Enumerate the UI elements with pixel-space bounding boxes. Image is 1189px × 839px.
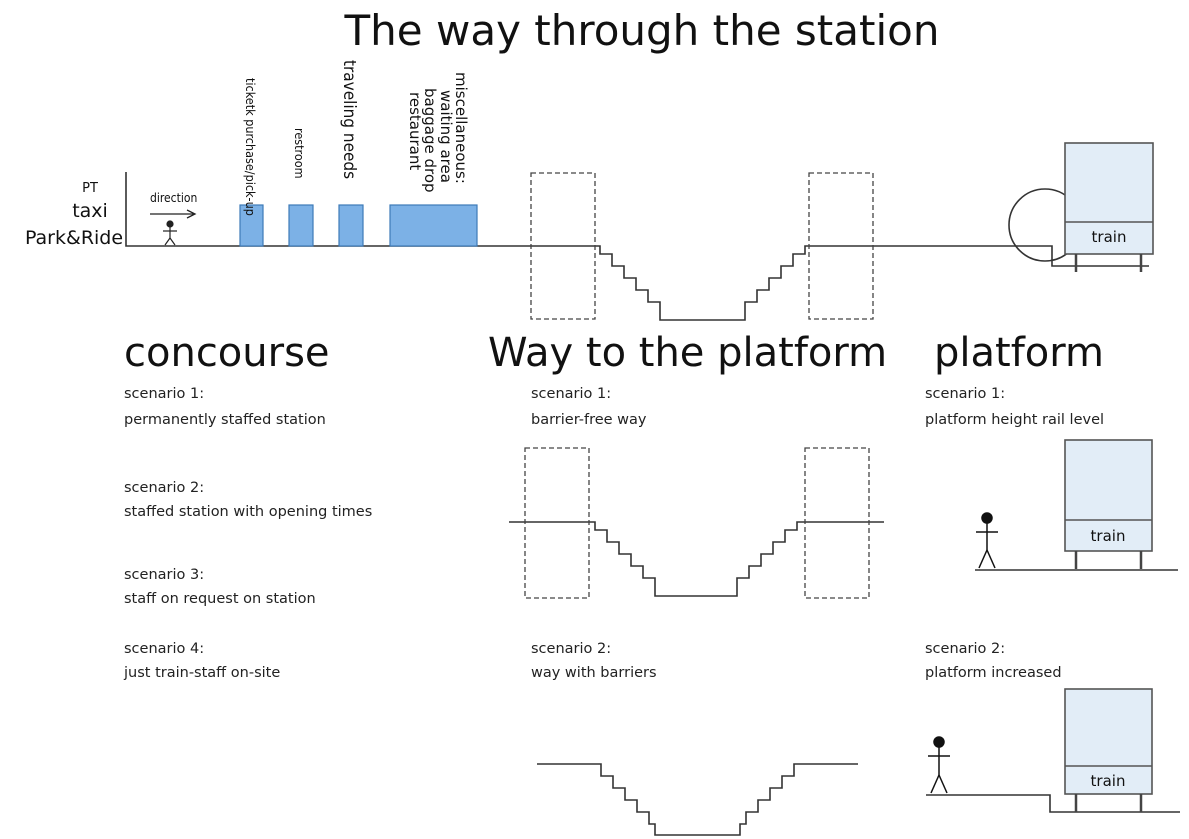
access-park-ride: Park&Ride [25,227,123,249]
access-pt: PT [82,181,98,196]
ticket-label: ticketk purchase/pick-up [243,78,258,216]
concourse-scenario-1-label: scenario 1: [124,386,204,402]
way-scenario-2-label: scenario 2: [531,641,611,657]
overview-path [125,172,1149,321]
train-label-top: train [1092,228,1127,246]
way-scenario-1-label: scenario 1: [531,386,611,402]
concourse-scenario-2-desc: staffed station with opening times [124,504,372,520]
concourse-scenario-3-desc: staff on request on station [124,591,316,607]
travel-needs-facility-box [338,204,364,247]
restroom-facility-box [288,204,314,247]
platform-heading: platform [934,330,1104,376]
ticket-facility-box [239,204,264,247]
way-scenarios: scenario 1: barrier-free way scenario 2:… [531,386,657,681]
concourse-scenario-1-desc: permanently staffed station [124,412,326,428]
person-icon [976,512,998,569]
traveling-needs-label: traveling needs [339,60,359,179]
platform-scenarios: scenario 1: platform height rail level s… [925,386,1104,681]
diagram-title: The way through the station [344,6,940,55]
access-modes: PT taxi Park&Ride [25,181,123,249]
barrier-free-way-sketch [509,447,884,599]
train-label-increased: train [1091,772,1126,790]
concourse-scenario-3-label: scenario 3: [124,567,204,583]
concourse-scenario-4-label: scenario 4: [124,641,204,657]
way-heading: Way to the platform [488,330,887,376]
train-label-rail-level: train [1091,527,1126,545]
concourse-heading: concourse [124,330,330,376]
platform-scenario-1-desc: platform height rail level [925,412,1104,428]
way-scenario-1-desc: barrier-free way [531,412,647,428]
barrier-way-sketch [537,763,858,836]
way-box-left [530,172,596,320]
person-icon [163,220,177,246]
train-top: train [1064,142,1154,272]
platform-scenario-2-desc: platform increased [925,665,1062,681]
person-icon [928,736,950,794]
direction-label: direction [150,191,197,205]
way-scenario-2-desc: way with barriers [531,665,657,681]
misc-label-2: waiting area [437,90,455,183]
misc-label-1: miscellaneous: [452,72,470,184]
misc-label-3: baggage drop [421,88,439,193]
restroom-label: restroom [292,128,307,179]
way-box-right [808,172,874,320]
access-taxi: taxi [72,200,108,222]
arrow-right-icon [150,209,197,219]
platform-rail-level-sketch: train [975,439,1178,571]
platform-scenario-1-label: scenario 1: [925,386,1005,402]
concourse-scenario-4-desc: just train-staff on-site [123,665,280,681]
concourse-scenario-2-label: scenario 2: [124,480,204,496]
platform-increased-sketch: train [926,688,1180,813]
platform-scenario-2-label: scenario 2: [925,641,1005,657]
concourse-scenarios: scenario 1: permanently staffed station … [123,386,372,681]
misc-label-4: restaurant [406,92,424,170]
misc-facility-box [389,204,478,247]
